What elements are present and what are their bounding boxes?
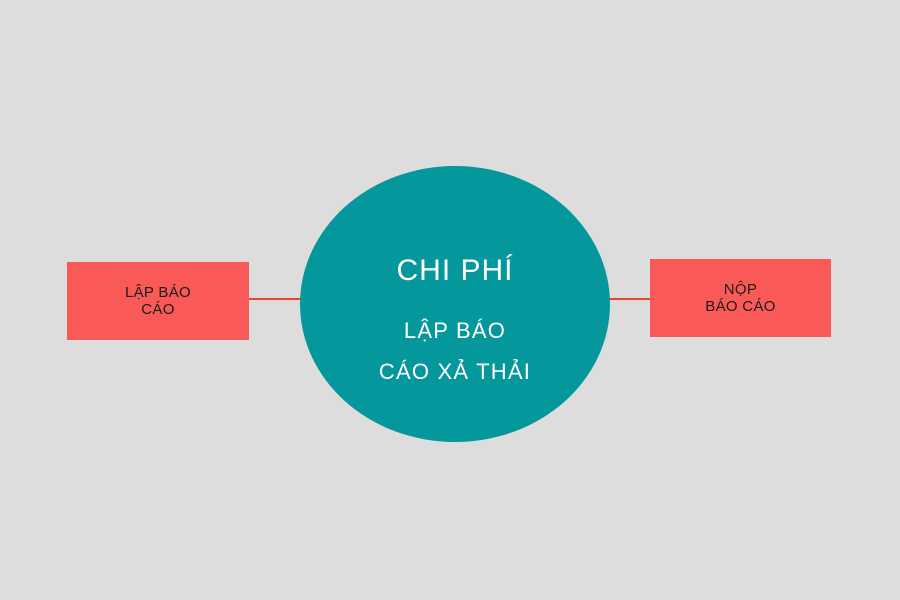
- center-subtitle-line-1: LẬP BÁO: [403, 318, 507, 343]
- center-title: CHI PHÍ: [396, 254, 514, 287]
- box-left-line-2: CÁO: [141, 301, 175, 318]
- box-nop-bao-cao: NỘP BÁO CÁO: [650, 259, 831, 337]
- box-lap-bao-cao: LẬP BÁO CÁO: [67, 262, 249, 340]
- connector-left: [249, 298, 301, 300]
- box-left-line-1: LẬP BÁO: [124, 284, 192, 301]
- box-right-line-2: BÁO CÁO: [705, 298, 776, 315]
- center-circle: CHI PHÍ LẬP BÁO CÁO XẢ THẢI: [300, 166, 610, 442]
- center-subtitle-line-2: CÁO XẢ THẢI: [378, 359, 532, 384]
- connector-right: [609, 298, 650, 300]
- box-right-line-1: NỘP: [723, 281, 758, 298]
